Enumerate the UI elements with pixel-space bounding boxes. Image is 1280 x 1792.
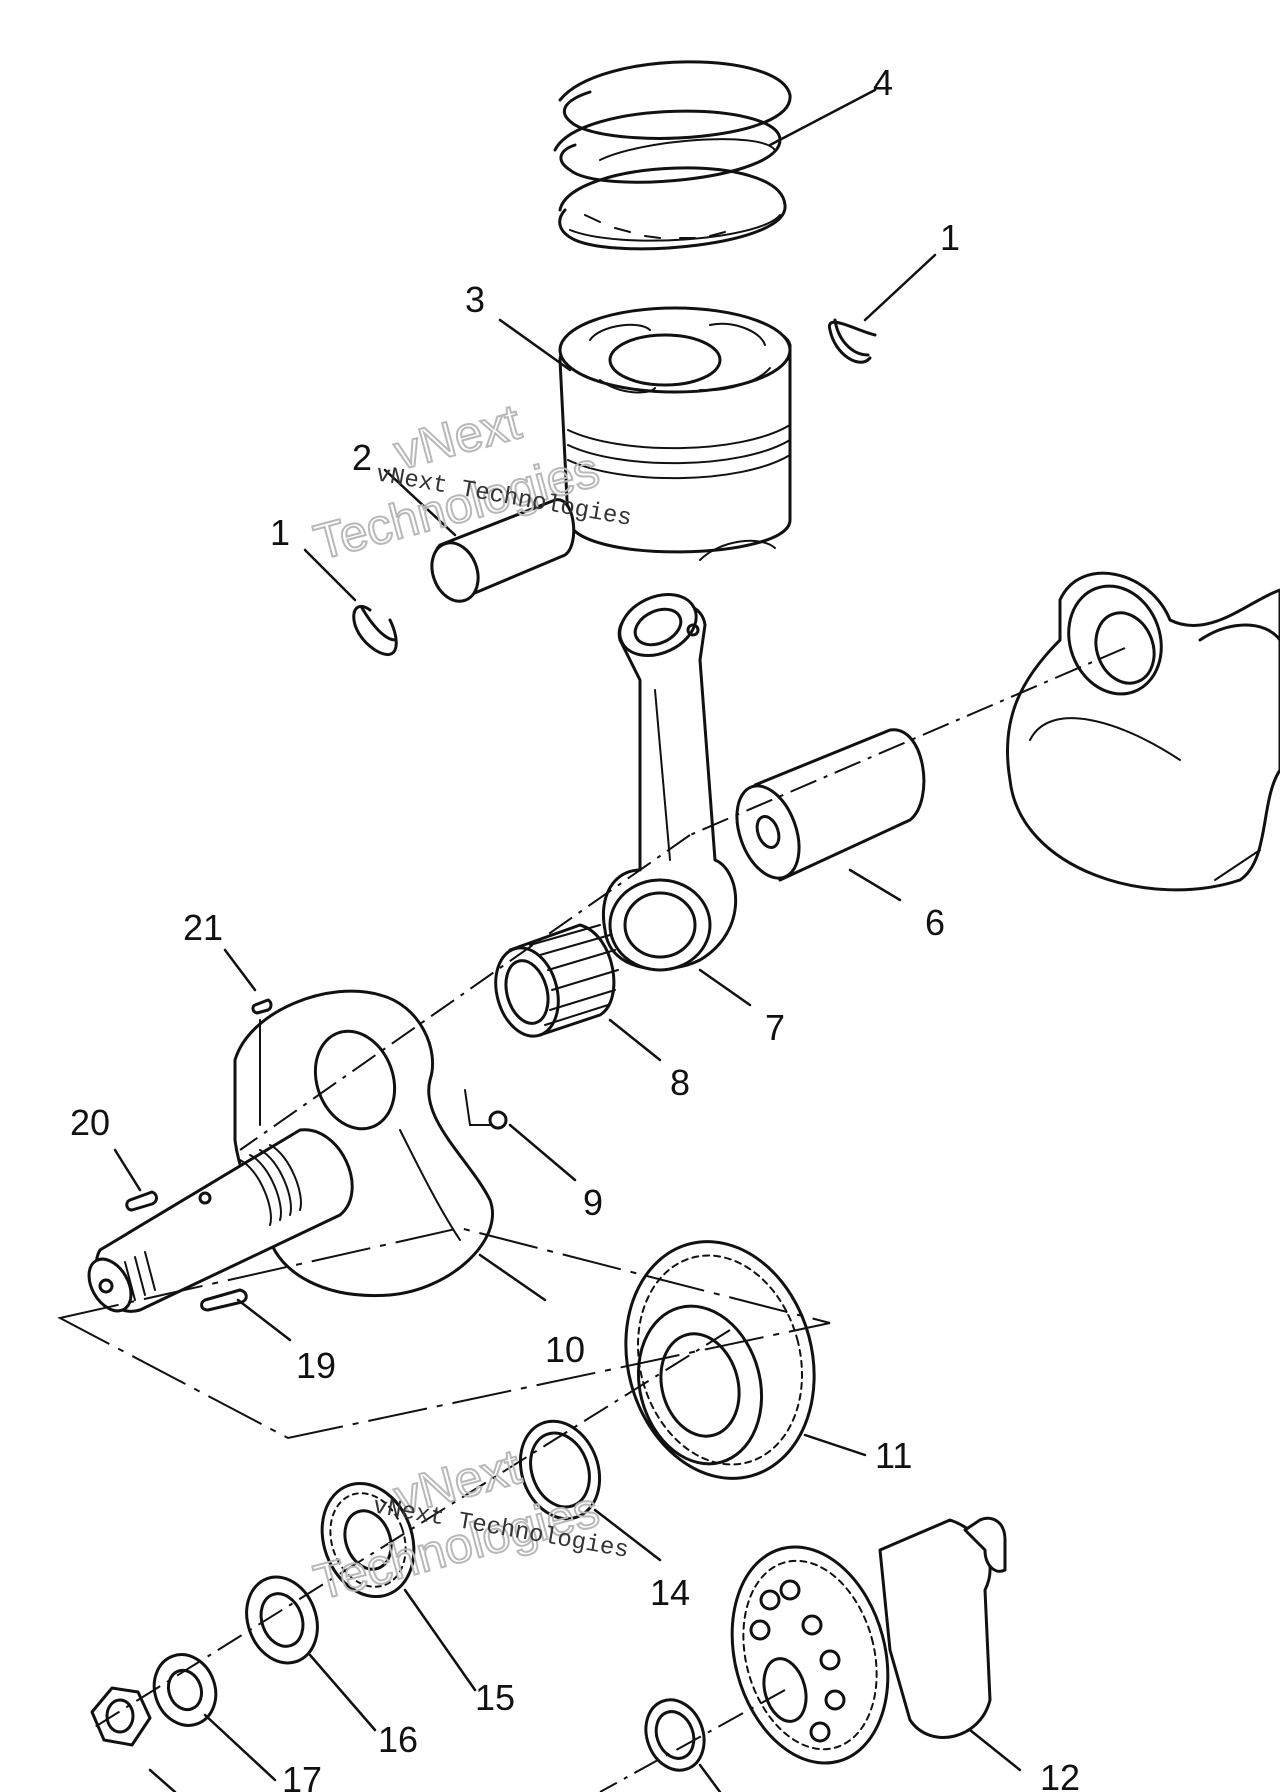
- callout-17: 17: [282, 1759, 322, 1792]
- crank-gear: [624, 1240, 816, 1480]
- piston-rings: [553, 60, 792, 251]
- callout-1-right: 1: [940, 217, 960, 258]
- assembly-frame: [57, 1226, 831, 1440]
- callout-3: 3: [465, 279, 485, 320]
- piston-pin: [430, 498, 576, 603]
- callout-11: 11: [875, 1435, 912, 1476]
- callout-1-left: 1: [270, 512, 290, 553]
- crank-pin: [735, 728, 926, 882]
- callout-12: 12: [1040, 1757, 1080, 1792]
- woodruff-key-20: [125, 1190, 158, 1212]
- washer-12-shaft: [644, 1698, 706, 1772]
- callout-21: 21: [183, 907, 223, 948]
- callout-10: 10: [545, 1329, 585, 1370]
- center-lines: [89, 647, 1126, 1792]
- thrust-washer: [518, 1419, 602, 1521]
- callout-14: 14: [650, 1572, 690, 1613]
- callout-6: 6: [925, 902, 945, 943]
- connecting-rod: [602, 593, 738, 972]
- callout-15: 15: [475, 1677, 515, 1718]
- callout-9: 9: [583, 1182, 603, 1223]
- callout-2: 2: [352, 437, 372, 478]
- balancer-gear: [730, 1516, 1007, 1765]
- piston: [558, 306, 792, 561]
- crank-half-left: [87, 989, 494, 1313]
- oil-plug-ball: [464, 1089, 508, 1130]
- drive-gear-small: [320, 1481, 416, 1599]
- callout-19: 19: [296, 1345, 336, 1386]
- callout-4: 4: [873, 62, 893, 103]
- callout-labels: 4 1 3 2 1 6 7 8 21 20 9 10 19 11 14 15 1…: [70, 62, 1080, 1792]
- circlip-right: [828, 318, 877, 364]
- callout-7: 7: [765, 1007, 785, 1048]
- callout-8: 8: [670, 1062, 690, 1103]
- woodruff-key-21: [251, 998, 273, 1015]
- callout-20: 20: [70, 1102, 110, 1143]
- callout-16: 16: [378, 1719, 418, 1760]
- crank-half-right: [1005, 571, 1280, 892]
- circlip-left: [352, 604, 398, 657]
- leader-lines: [113, 88, 1022, 1792]
- washer-17: [152, 1653, 218, 1727]
- watermark-bottom: vNext Technologies vNext Technologies: [307, 1437, 630, 1611]
- needle-bearing: [494, 923, 619, 1038]
- hex-nut: [90, 1686, 152, 1747]
